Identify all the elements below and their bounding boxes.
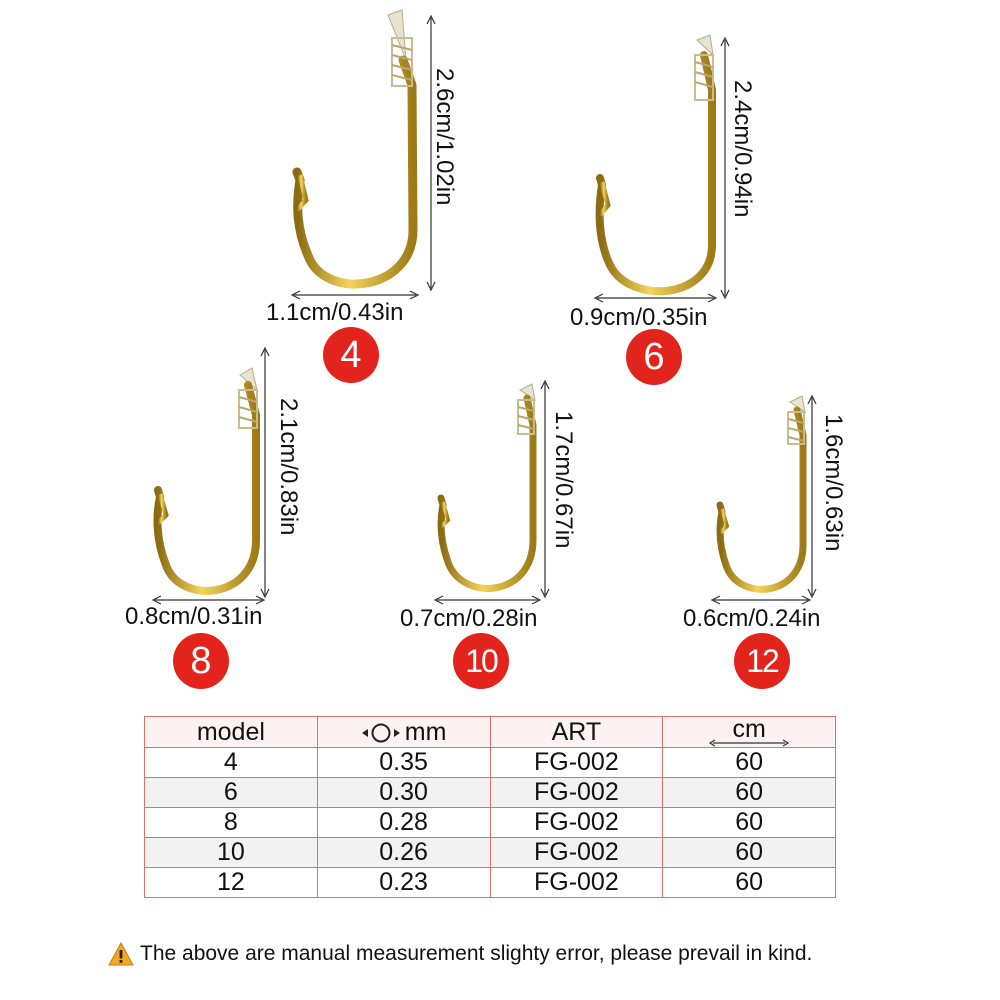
header-cm-wrap: cm [709,715,790,747]
double-arrow-icon [709,739,790,747]
cell-model: 6 [144,777,318,808]
header-diameter-unit: mm [404,717,447,746]
header-cm: cm [662,715,836,748]
hook-12-graphic [710,394,817,605]
cell-cm: 60 [662,807,836,838]
table-row: 4 0.35 FG-002 60 [144,747,836,778]
cell-mm: 0.23 [316,867,491,898]
hook-8-badge: 8 [173,633,229,689]
cell-art: FG-002 [489,777,664,808]
cell-cm: 60 [662,777,836,808]
cell-cm: 60 [662,867,836,898]
cell-art: FG-002 [489,747,664,778]
diameter-icon [361,722,405,744]
cell-cm: 60 [662,837,836,868]
hook-4-badge: 4 [323,327,379,383]
hook-4-graphic [290,9,436,300]
hook-6-badge: 6 [626,329,682,385]
header-art: ART [489,716,664,748]
hook-10-length: 1.7cm/0.67in [550,411,577,549]
hooks-illustration [151,9,817,605]
cell-art: FG-002 [489,837,664,868]
measurement-note: The above are manual measurement slighty… [108,942,812,966]
cell-model: 4 [144,747,318,778]
cell-mm: 0.35 [316,747,491,778]
cell-cm: 60 [662,747,836,778]
cell-model: 8 [144,807,318,838]
hook-12-width: 0.6cm/0.24in [683,605,821,632]
cell-model: 10 [144,837,318,868]
table-row: 6 0.30 FG-002 60 [144,777,836,808]
hook-10-graphic [433,379,550,605]
table-row: 8 0.28 FG-002 60 [144,807,836,838]
cell-art: FG-002 [489,807,664,838]
warning-icon [108,942,134,966]
hook-6-graphic [593,34,730,303]
cell-art: FG-002 [489,867,664,898]
header-model: model [144,716,318,748]
header-cm-label: cm [732,715,766,743]
table-row: 10 0.26 FG-002 60 [144,837,836,868]
hook-8-graphic [151,346,270,605]
table-row: 12 0.23 FG-002 60 [144,867,836,898]
hook-12-length: 1.6cm/0.63in [820,414,847,552]
hook-6-width: 0.9cm/0.35in [570,304,708,331]
header-diameter: mm [316,716,491,748]
spec-table: model mm ART cm [144,716,836,898]
hook-8-length: 2.1cm/0.83in [275,398,302,536]
cell-mm: 0.26 [316,837,491,868]
hook-4-width: 1.1cm/0.43in [266,299,404,326]
cell-mm: 0.30 [316,777,491,808]
hook-8-width: 0.8cm/0.31in [125,603,263,630]
hook-10-width: 0.7cm/0.28in [400,605,538,632]
hook-4-length: 2.6cm/1.02in [431,68,458,206]
hook-12-badge: 12 [734,633,790,689]
hook-6-length: 2.4cm/0.94in [729,80,756,218]
cell-mm: 0.28 [316,807,491,838]
hook-10-badge: 10 [453,633,509,689]
cell-model: 12 [144,867,318,898]
measurement-note-text: The above are manual measurement slighty… [140,942,813,965]
table-header-row: model mm ART cm [144,715,836,748]
